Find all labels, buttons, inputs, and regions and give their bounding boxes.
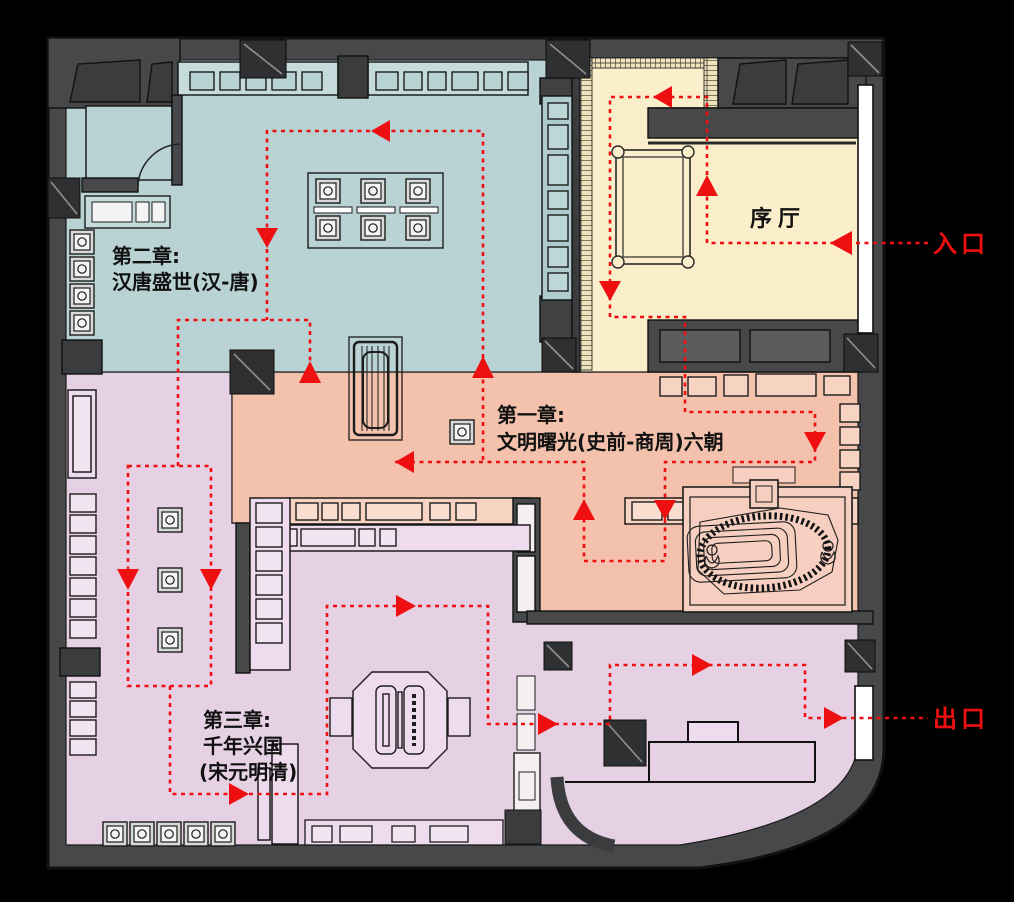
zone-label-chapter2-line1: 第二章:	[112, 244, 180, 268]
exhibit-showcase	[84, 195, 171, 229]
route-arrow	[696, 175, 718, 196]
route-arrow	[229, 783, 249, 805]
route-arrow	[299, 361, 321, 383]
curved-wall	[550, 776, 616, 853]
zone-label-chapter3-line3: (宋元明清)	[199, 760, 297, 784]
display-cases	[547, 102, 569, 292]
zone-label-chapter1-line2: 文明曙光(史前-商周)六朝	[497, 430, 724, 454]
display-case	[687, 721, 739, 743]
display-case	[516, 555, 536, 613]
figure-icon	[704, 540, 836, 569]
route-arrow	[653, 86, 672, 108]
walls	[47, 37, 874, 853]
wall	[539, 295, 577, 343]
route-arrows	[117, 86, 852, 805]
exhibit-tomb	[682, 486, 853, 613]
display-cases	[659, 373, 861, 491]
wall	[81, 177, 139, 193]
wall-panel	[749, 329, 831, 363]
wall-panel	[659, 329, 741, 363]
zone-label-chapter2-line2: 汉唐盛世(汉-唐)	[112, 270, 259, 294]
wall	[171, 94, 183, 186]
wall-pillar	[337, 55, 369, 99]
route-teal-west	[176, 318, 312, 466]
display-case	[257, 767, 271, 841]
display-cases	[255, 502, 283, 644]
door-arc	[137, 143, 181, 187]
exhibits	[69, 145, 853, 847]
route-arrow	[472, 356, 494, 378]
labels: 序厅 第二章: 汉唐盛世(汉-唐) 第一章: 文明曙光(史前-商周)六朝 第三章…	[112, 206, 989, 784]
display-pier	[513, 752, 541, 814]
route-arrow	[117, 569, 139, 590]
wall	[647, 107, 867, 139]
route-chapter3	[168, 604, 928, 796]
route-arrow	[804, 432, 826, 452]
exhibit-lobby-table	[611, 145, 695, 269]
display-pedestal	[749, 479, 779, 509]
wall-block	[504, 809, 542, 845]
vestibule-room	[85, 105, 173, 181]
display-cases	[69, 493, 97, 756]
wall	[235, 522, 251, 674]
display-cases	[189, 71, 529, 91]
escalator-shape	[732, 59, 787, 105]
wall	[571, 57, 581, 373]
display-pedestal-inner	[755, 485, 773, 503]
display-cases	[295, 502, 477, 521]
exhibit-pedestal-grid	[307, 172, 444, 249]
route-arrow	[395, 451, 414, 473]
entrance-opening	[857, 84, 874, 334]
route-main	[395, 95, 928, 563]
zone-label-chapter3-line2: 千年兴国	[203, 734, 283, 758]
columns	[47, 39, 883, 767]
display-cases	[304, 819, 504, 846]
low-wall	[648, 741, 816, 782]
screen-wall	[579, 57, 593, 371]
display-case	[516, 675, 536, 711]
wall-block	[59, 647, 101, 677]
exhibit-octagon	[329, 671, 471, 769]
zone-label-lobby: 序厅	[750, 206, 806, 232]
route-corridor-loop	[126, 464, 213, 688]
route-arrow	[830, 231, 852, 255]
exhibit-column-case	[348, 336, 403, 441]
display-case	[72, 395, 92, 473]
route-arrow	[599, 281, 621, 301]
entrance-label: 入口	[933, 230, 989, 258]
route-arrow	[824, 707, 844, 729]
route-arrow	[396, 595, 416, 617]
route-arrow	[256, 228, 278, 248]
stair-shape	[69, 59, 141, 103]
route-arrow	[371, 120, 390, 142]
display-case	[516, 713, 536, 751]
display-pier-inner	[518, 771, 536, 801]
wall	[526, 610, 874, 625]
route-arrow	[200, 569, 222, 590]
screen-wall	[591, 57, 705, 69]
route-arrow	[538, 713, 558, 735]
exit-opening	[854, 685, 874, 761]
route-arrow	[654, 500, 676, 520]
route-arrow	[573, 499, 595, 520]
escalator-shape	[791, 59, 849, 105]
exit-label: 出口	[933, 705, 989, 733]
stair-shape	[146, 61, 173, 103]
route-arrow	[692, 654, 712, 676]
zone-label-chapter1-line1: 第一章:	[497, 403, 565, 427]
zone-label-chapter3-line1: 第三章:	[203, 708, 271, 732]
wall-block	[61, 339, 103, 375]
